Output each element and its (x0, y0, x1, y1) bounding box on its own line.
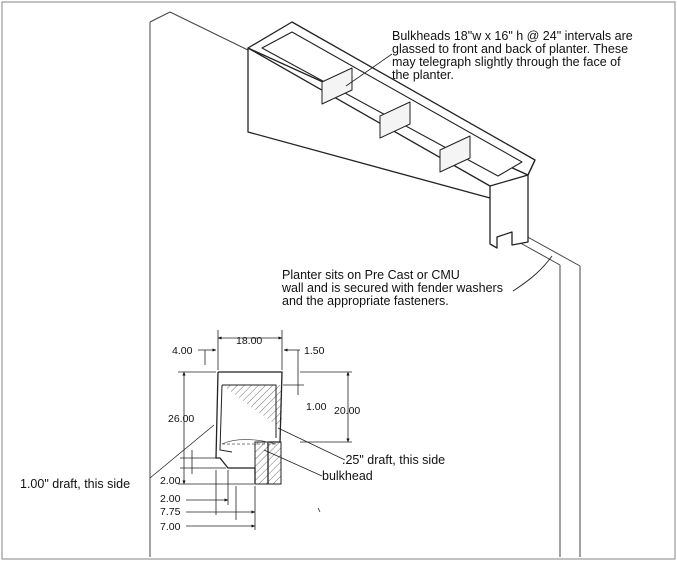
dim-base-width-a: 7.75 (160, 506, 181, 518)
planter-section (215, 371, 283, 485)
dim-notch-height: 2.00 (160, 475, 181, 487)
planter-sits-note-line: wall and is secured with fender washers (282, 281, 503, 295)
planter-sits-note-line: and the appropriate fasteners. (282, 294, 449, 308)
bulkheads-note-line: Bulkheads 18"w x 16" h @ 24" intervals a… (392, 29, 633, 43)
draft-right-label: .25" draft, this side (342, 453, 445, 467)
dim-lip-drop: 1.00 (306, 401, 327, 413)
dim-notch-width: 2.00 (160, 493, 181, 505)
dim-right-lip: 1.50 (304, 345, 325, 357)
dim-height: 26.00 (168, 413, 194, 425)
wall-leader (512, 255, 553, 292)
dim-base-width-b: 7.00 (160, 521, 181, 533)
planter-sits-note-line: Planter sits on Pre Cast or CMU (282, 268, 460, 282)
planter-isometric (247, 21, 536, 249)
dim-top-width: 18.00 (236, 335, 262, 347)
bulkheads-note-line: may telegraph slightly through the face … (392, 55, 621, 69)
dim-left-offset: 4.00 (172, 345, 193, 357)
draft-left-label: 1.00" draft, this side (20, 477, 130, 491)
bulkheads-note: Bulkheads 18"w x 16" h @ 24" intervals a… (392, 30, 633, 82)
bulkhead-label: bulkhead (322, 469, 373, 483)
dimension-lines (149, 330, 352, 530)
planter-sits-note: Planter sits on Pre Cast or CMU wall and… (282, 269, 503, 308)
bulkheads-note-line: the planter. (392, 68, 454, 82)
bulkheads-note-line: glassed to front and back of planter. Th… (392, 42, 629, 56)
dim-inner-height: 20.00 (334, 405, 360, 417)
